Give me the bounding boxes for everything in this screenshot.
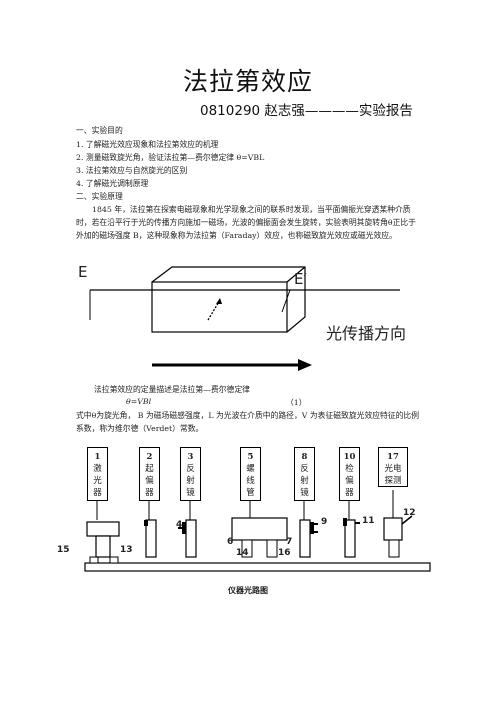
objective-item: 4. 了解磁光调制原理 xyxy=(76,179,149,188)
objective-item: 2. 测量磁致旋光角，验证法拉第—费尔德定律 θ=VBL xyxy=(76,153,265,162)
objective-item: 1. 了解磁光效应现象和法拉第效应的机理 xyxy=(76,140,219,149)
label-e: E xyxy=(78,263,88,281)
subtitle: 0810290 赵志强————实验报告 xyxy=(200,103,413,119)
part-label: 7 xyxy=(286,537,293,547)
part-label: 11 xyxy=(362,516,375,526)
detector-body xyxy=(383,517,403,541)
part-label: 15 xyxy=(57,545,70,555)
page-title: 法拉第效应 xyxy=(182,67,313,96)
medium-box-depth xyxy=(151,266,306,333)
law-intro: 法拉第效应的定量描述是法拉第—费尔德定律 xyxy=(94,385,250,394)
faraday-effect-diagram xyxy=(89,266,400,371)
part-label: 9 xyxy=(321,517,328,527)
section-heading-principle: 二、实验原理 xyxy=(76,192,123,201)
part-label: 4 xyxy=(176,520,183,530)
medium-box-front xyxy=(151,281,288,333)
section-heading-objectives: 一、实验目的 xyxy=(76,126,123,135)
objective-item: 3. 法拉第效应与自然旋光的区别 xyxy=(76,166,188,175)
laser-body xyxy=(86,521,120,537)
mirror-3-post xyxy=(185,519,197,558)
propagation-direction-label: 光传播方向 xyxy=(326,324,407,343)
part-label: 13 xyxy=(120,545,133,555)
optical-rail xyxy=(84,562,431,572)
principle-paragraph: 1845 年，法拉第在探索电磁现象和光学现象之间的联系时发现，当平面偏振光穿透某… xyxy=(76,205,416,240)
part-label: 6 xyxy=(227,537,234,547)
formula-number: （1） xyxy=(286,398,307,407)
part-label: 14 xyxy=(236,548,249,558)
formula: θ=VBl xyxy=(126,397,152,406)
instrument-layout-diagram xyxy=(84,490,431,572)
figure-caption: 仪器光路图 xyxy=(228,586,268,595)
definitions-paragraph: 式中θ为旋光角， B 为磁场磁感强度，L 为光波在介质中的路径，V 为表征磁致旋… xyxy=(76,411,420,433)
polarizer-post xyxy=(145,519,157,558)
exit-polarization-line xyxy=(281,289,291,313)
part-label: 12 xyxy=(403,508,416,518)
mirror-8-post xyxy=(299,519,311,558)
solenoid-body xyxy=(231,517,288,541)
part-label: 16 xyxy=(278,548,291,558)
label-e-prime: E′ xyxy=(294,270,307,288)
analyzer-post xyxy=(344,519,356,558)
